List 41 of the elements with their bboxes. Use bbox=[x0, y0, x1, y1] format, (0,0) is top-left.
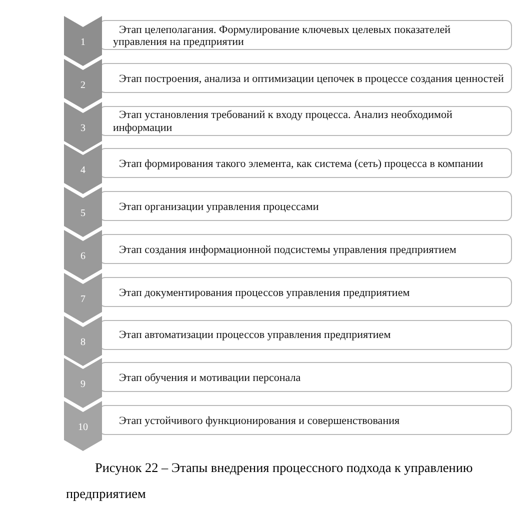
step-marker bbox=[64, 102, 102, 152]
stage-text: Этап организации управления процессами bbox=[118, 200, 319, 214]
step-marker bbox=[64, 16, 102, 66]
stage-box bbox=[99, 191, 512, 222]
step-number: 10 bbox=[77, 422, 89, 434]
step-number: 6 bbox=[80, 251, 86, 263]
step-number: 9 bbox=[80, 379, 86, 392]
stage-text: Этап документирования процессов управления предприятием bbox=[118, 286, 410, 300]
step-number: 7 bbox=[80, 294, 86, 306]
step-marker bbox=[64, 272, 102, 323]
stage-box bbox=[99, 62, 512, 93]
stage-text: Этап автоматизации процессов управления предприятием bbox=[118, 329, 391, 342]
stage-text: Этап установления требований к входу процесса. Анализ необходимой информации bbox=[113, 109, 454, 134]
step-marker bbox=[64, 401, 102, 452]
stage-text: Этап целеполагания. Формулирование ключевых целевых показателей управления на предприятии bbox=[113, 24, 452, 48]
stage-box bbox=[99, 276, 512, 307]
stage-box bbox=[99, 234, 512, 264]
step-marker bbox=[64, 144, 102, 194]
step-marker bbox=[64, 187, 102, 238]
stage-box bbox=[99, 320, 512, 350]
stage-box bbox=[99, 362, 512, 392]
stage-box bbox=[99, 106, 512, 136]
step-marker bbox=[64, 230, 102, 280]
stage-text: Этап формирования такого элемента, как система (сеть) процесса в компании bbox=[118, 158, 484, 171]
step-marker bbox=[64, 58, 102, 109]
stage-text: Этап построения, анализа и оптимизации цепочек в процессе создания ценностей bbox=[118, 72, 504, 86]
stage-text: Этап обучения и мотивации персонала bbox=[118, 372, 301, 385]
step-marker bbox=[64, 358, 102, 408]
step-number: 2 bbox=[80, 80, 86, 92]
step-marker bbox=[64, 316, 102, 366]
step-number: 1 bbox=[80, 37, 86, 49]
stage-box bbox=[99, 405, 512, 436]
stage-box bbox=[99, 20, 512, 50]
stage-box bbox=[99, 148, 512, 178]
figure-caption: Рисунок 22 – Этапы внедрения процессного подхода к управлению предприятием bbox=[66, 459, 474, 503]
step-number: 4 bbox=[80, 165, 86, 178]
stage-text: Этап устойчивого функционирования и совершенствования bbox=[118, 414, 400, 428]
step-number: 3 bbox=[80, 122, 86, 135]
step-number: 8 bbox=[80, 336, 86, 349]
step-number: 5 bbox=[80, 208, 86, 220]
stage-text: Этап создания информационной подсистемы управления предприятием bbox=[118, 244, 456, 256]
